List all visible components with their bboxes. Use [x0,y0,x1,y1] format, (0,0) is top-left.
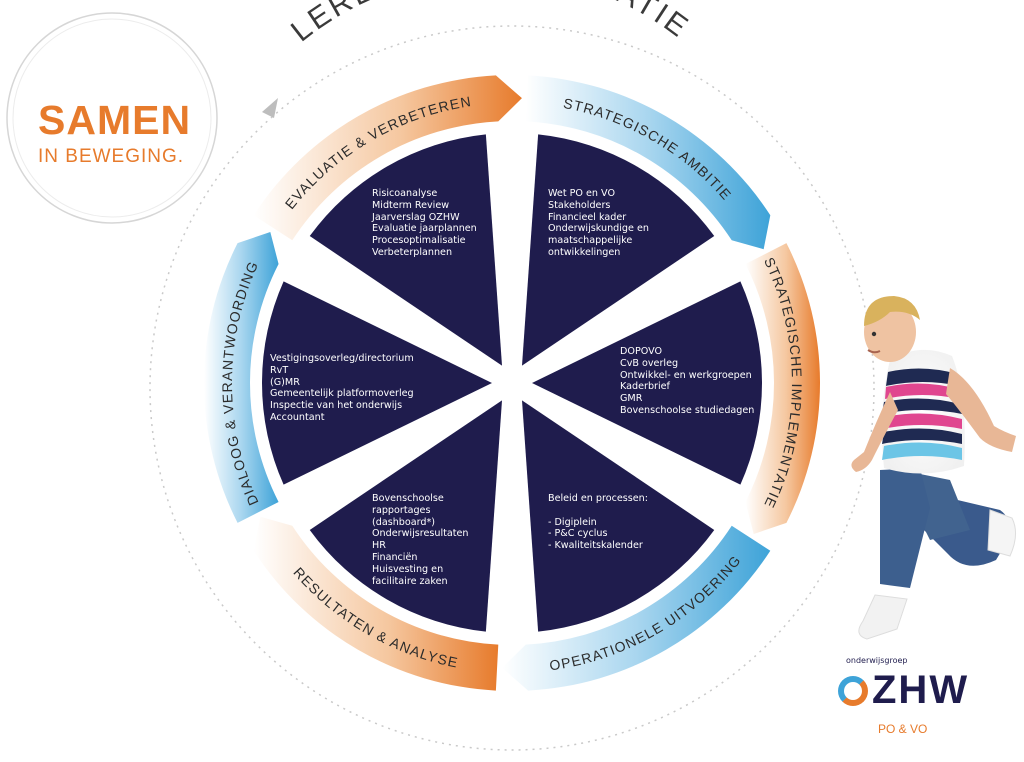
pie-segments [262,134,762,632]
segment-line: rapportages [372,504,431,516]
segment-line: Inspectie van het onderwijs [270,400,403,412]
pie-segment-dialoog [262,281,492,485]
segment-line: Bovenschoolse [372,493,444,504]
segment-line: Midterm Review [372,199,450,211]
segment-line: Beleid en processen: [548,493,648,504]
segment-line: Procesoptimalisatie [372,235,466,247]
pie-segment-evaluatie [309,134,502,366]
segment-line: Huisvesting en [372,563,444,575]
segment-operationele-uitvoering-text: Beleid en processen: - Digiplein- P&C cy… [548,493,648,552]
segment-line: - Digiplein [548,516,597,528]
segment-line: (G)MR [270,376,300,388]
logo-subtitle: PO & VO [878,722,928,736]
segment-line: Wet PO en VO [548,188,616,199]
dotted-outer-ring [149,25,875,751]
badge-subtitle: IN BEWEGING. [38,146,185,167]
segment-line: (dashboard*) [372,516,436,528]
ring-arrow-dialoog [203,231,279,523]
ring-arrow-uitvoering [502,525,771,691]
segment-line: ontwikkelingen [548,246,621,258]
logo-caption: onderwijsgroep [846,656,908,665]
segment-line: GMR [620,393,643,405]
segment-line: facilitaire zaken [372,575,448,587]
ring-arrow-evaluatie [253,75,522,241]
segment-line: Accountant [270,411,325,423]
segment-line: maatschappelijke [548,235,633,247]
dotted-ring-arrowhead [262,98,278,118]
pie-segment-implementatie [532,281,762,485]
segment-line: Financieel kader [548,211,627,223]
segment-line: Vestigingsoverleg/directorium [270,353,414,364]
segment-line: Evaluatie jaarplannen [372,223,477,235]
main-title: LERENDE ORGANISATIE [285,0,696,48]
segment-line: RvT [270,364,289,376]
badge-inner-circle [12,18,212,218]
ring-arrow-ambitie [525,75,771,250]
logo-wordmark: ZHW [838,668,969,713]
segment-line: Stakeholders [548,199,611,211]
segment-line: Financiën [372,551,418,563]
pie-segment-ambitie [522,134,715,366]
child-photo [851,296,1016,640]
ring-arrow-implementatie [745,243,820,535]
segment-line: Onderwijsresultaten [372,528,469,540]
segment-line: DOPOVO [620,346,663,357]
badge-title: SAMEN [38,97,192,143]
segment-line: Ontwikkel- en werkgroepen [620,369,752,381]
logo-name: ZHW [872,668,970,712]
segment-line: Bovenschoolse studiedagen [620,404,755,416]
badge-circle [6,12,218,224]
ring-arrow-resultaten [253,516,499,691]
segment-line: Risicoanalyse [372,188,438,199]
segment-line: - Kwaliteitskalender [548,540,643,552]
segment-line: Jaarverslag OZHW [372,211,460,223]
segment-line: Verbeterplannen [372,246,453,258]
segment-line [548,505,648,517]
logo-swirl-icon [838,676,868,706]
segment-line: Onderwijskundige en [548,223,649,235]
segment-line: HR [372,540,386,552]
pie-segment-uitvoering [522,400,715,632]
segment-line: - P&C cyclus [548,528,608,540]
segment-line: CvB overleg [620,357,679,369]
segment-line: Kaderbrief [620,381,670,393]
segment-line: Gemeentelijk platformoverleg [270,388,414,400]
pie-segment-resultaten [309,400,502,632]
